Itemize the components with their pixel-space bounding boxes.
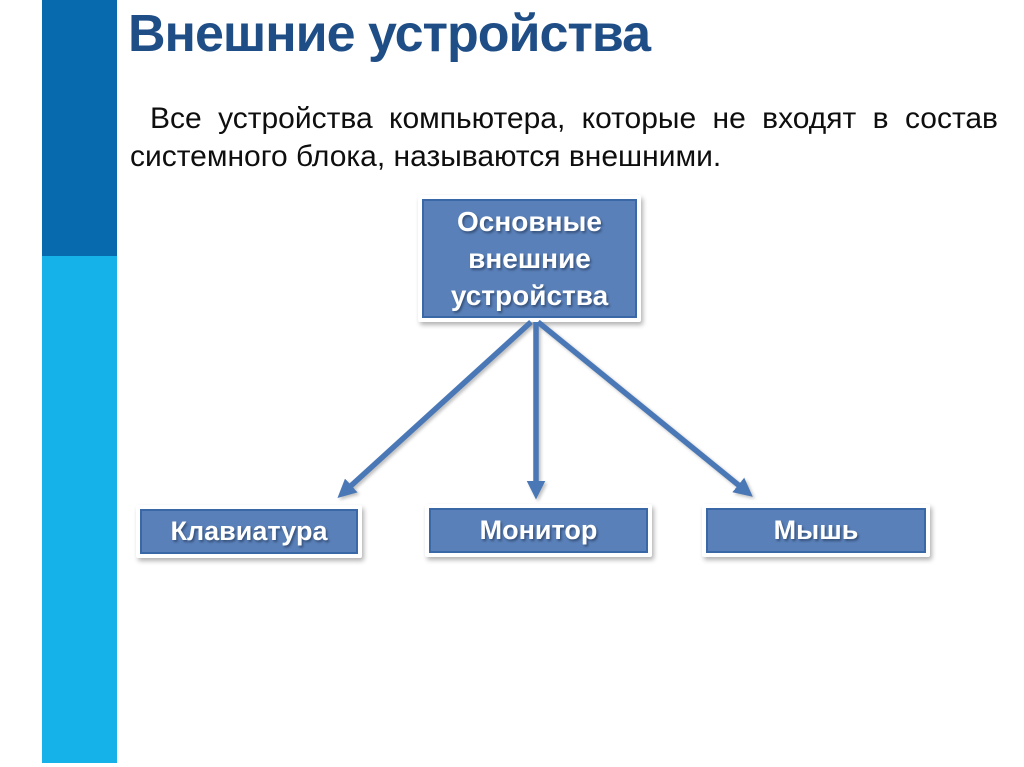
diagram-box-keyboard: Клавиатура [136, 505, 362, 558]
arrow-to-keyboard [337, 319, 533, 499]
body-text-line-2: системного блока, называются внешними. [130, 140, 722, 173]
diagram-box-monitor: Монитор [425, 504, 652, 557]
diagram-box-mouse: Мышь [702, 504, 930, 557]
root-label-line-3: устройства [450, 280, 609, 311]
arrow-to-mouse [536, 319, 753, 497]
slide-body-text: Все устройства компьютера, которые не вх… [130, 100, 998, 176]
accent-bar-bottom [42, 256, 117, 763]
mouse-label: Мышь [706, 508, 926, 553]
root-label-line-1: Основные [457, 206, 602, 237]
body-text-line-1: Все устройства компьютера, которые не вх… [150, 102, 998, 135]
accent-bar-top [42, 0, 117, 256]
monitor-label: Монитор [429, 508, 648, 553]
root-label-line-2: внешние [468, 243, 591, 274]
diagram-root-box: Основные внешние устройства [418, 195, 641, 322]
slide-title: Внешние устройства [128, 5, 651, 63]
diagram-root-label: Основные внешние устройства [422, 199, 637, 318]
keyboard-label: Клавиатура [140, 509, 358, 554]
